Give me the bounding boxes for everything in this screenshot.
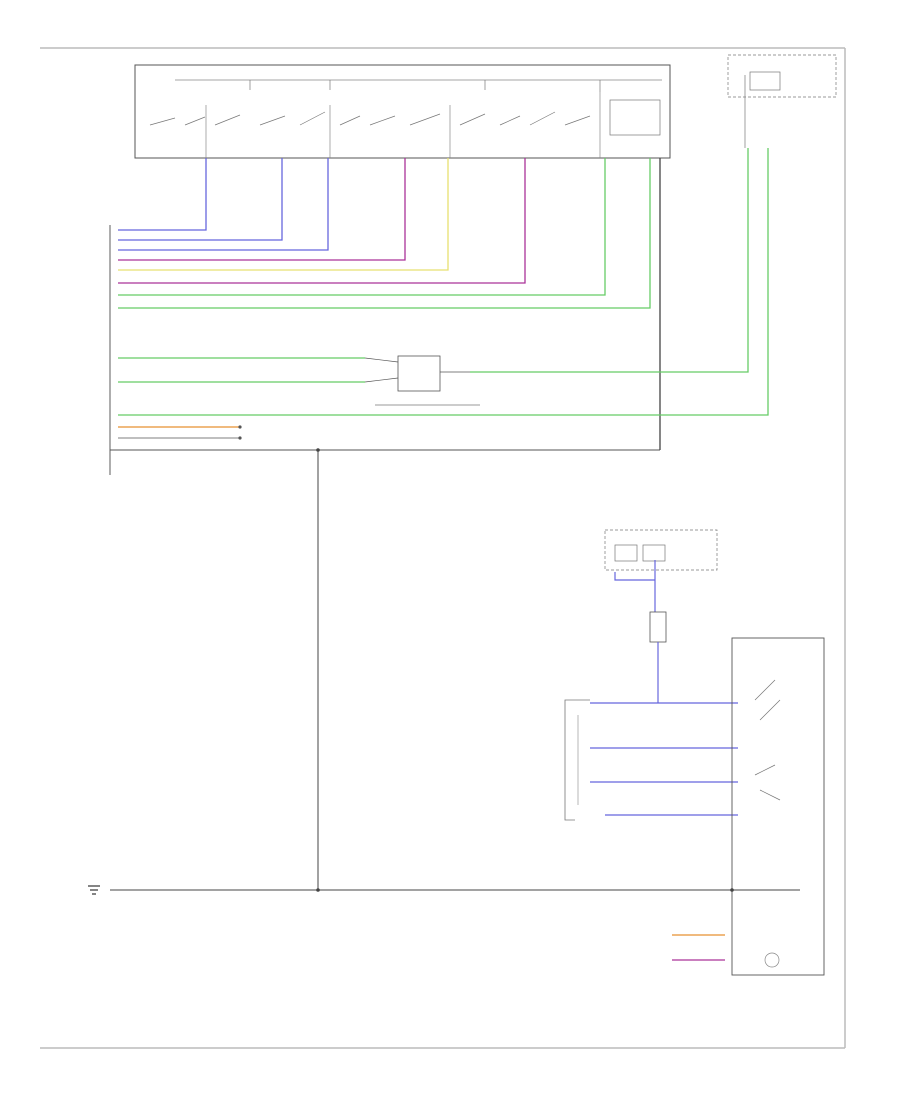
receiver-connector: [564, 699, 738, 821]
transmission-switch-block: [672, 637, 825, 976]
page-frame: [40, 47, 846, 1049]
transmitter-unit: [364, 355, 480, 406]
wire-harness: [110, 148, 800, 891]
junction-dots: [316, 448, 734, 892]
indicator-connector: [238, 425, 242, 440]
door-switch-module: [134, 64, 671, 159]
fuse-box-top: [727, 54, 837, 148]
control-module: [109, 225, 660, 475]
fuse-box-lower: [604, 529, 718, 703]
ground-symbol-icon: [88, 885, 100, 895]
